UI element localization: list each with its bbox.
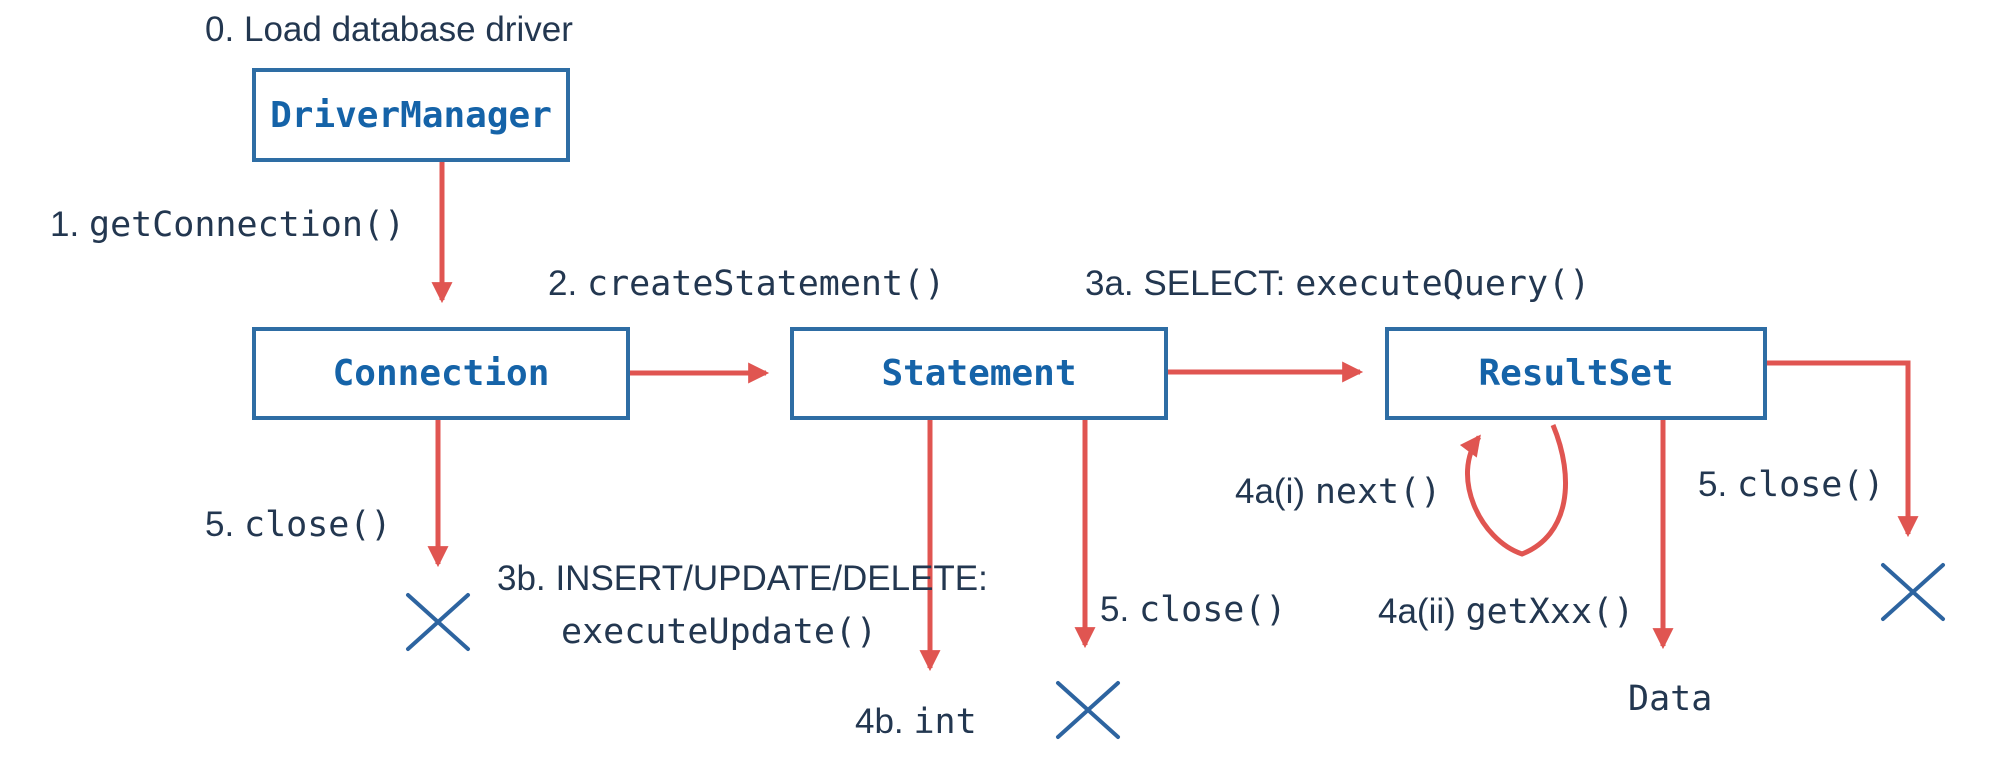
node-label: ResultSet: [1478, 353, 1674, 394]
label-step1-getconnection: 1.getConnection(): [50, 203, 405, 248]
label-data-result: Data: [1628, 679, 1713, 719]
step-number: 3b.: [497, 559, 546, 598]
step-code: createStatement(): [587, 264, 946, 304]
label-step2-createstatement: 2.createStatement(): [548, 262, 945, 307]
step-number: 0.: [205, 10, 235, 49]
step-number: 4b.: [855, 702, 904, 741]
label-step0-load-driver: 0.Load database driver: [205, 8, 573, 52]
step-number: 5.: [1698, 465, 1728, 504]
label-step4ai-next: 4a(i)next(): [1235, 470, 1441, 515]
node-statement: Statement: [790, 327, 1168, 420]
label-step3b-executeupdate: 3b.INSERT/UPDATE/DELETE: executeUpdate(): [497, 553, 988, 658]
close-x-icon: [1881, 563, 1945, 621]
label-step4b-int: 4b.int: [855, 700, 977, 745]
step-code: getXxx(): [1465, 592, 1635, 632]
step-code: executeQuery(): [1295, 264, 1591, 304]
label-step5-close-connection: 5.close(): [205, 503, 392, 548]
step-number: 3a. SELECT:: [1085, 264, 1286, 303]
node-label: Connection: [332, 353, 550, 394]
node-drivermanager: DriverManager: [252, 68, 570, 162]
step-number: 5.: [1100, 590, 1130, 629]
close-x-icon: [1056, 681, 1120, 739]
node-label: DriverManager: [270, 94, 552, 136]
label-step4aii-getxxx: 4a(ii)getXxx(): [1378, 590, 1634, 635]
step-code: getConnection(): [89, 205, 406, 245]
step-code: close(): [244, 505, 392, 545]
node-connection: Connection: [252, 327, 630, 420]
step-line2: executeUpdate(): [561, 611, 878, 652]
step-number: 5.: [205, 505, 235, 544]
close-x-icon: [406, 593, 470, 651]
step-text: Load database driver: [244, 10, 573, 49]
label-step3a-executequery: 3a. SELECT:executeQuery(): [1085, 262, 1590, 307]
node-resultset: ResultSet: [1385, 327, 1767, 420]
step-code: int: [913, 702, 977, 742]
label-step5-close-resultset: 5.close(): [1698, 463, 1885, 508]
step-code: next(): [1314, 472, 1442, 512]
step-text: INSERT/UPDATE/DELETE:: [555, 559, 988, 598]
label-step5-close-statement: 5.close(): [1100, 588, 1287, 633]
step-code: close(): [1139, 590, 1287, 630]
arrow-resultset-close: [1767, 360, 1919, 538]
step-line1: 3b.INSERT/UPDATE/DELETE:: [497, 553, 988, 606]
step-number: 4a(ii): [1378, 592, 1456, 631]
step-number: 2.: [548, 264, 578, 303]
next-loop-arrow: [1459, 424, 1568, 557]
node-label: Statement: [881, 353, 1077, 394]
step-code: close(): [1737, 465, 1885, 505]
step-number: 4a(i): [1235, 472, 1306, 511]
step-number: 1.: [50, 205, 80, 244]
